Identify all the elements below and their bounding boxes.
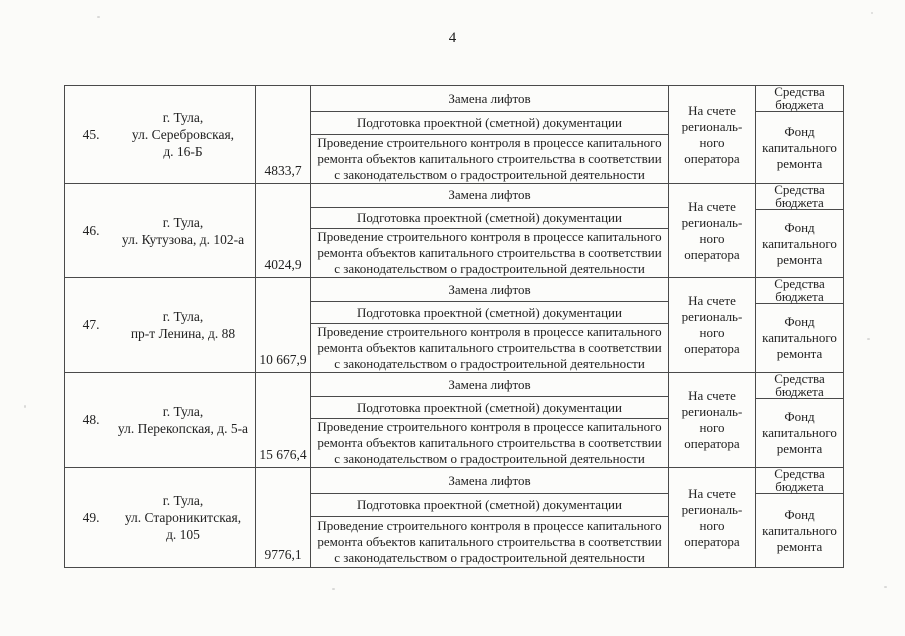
operator-label: На счете региональ- ного оператора <box>681 485 743 549</box>
work-item-documentation: Подготовка проектной (сметной) документа… <box>311 302 668 324</box>
row-operator-cell: На счете региональ- ного оператора <box>669 278 756 372</box>
operator-label: На счете региональ- ного оператора <box>681 388 743 451</box>
row-works-cell: Замена лифтов Подготовка проектной (смет… <box>311 86 669 183</box>
row-number-address-cell: 47. г. Тула, пр-т Ленина, д. 88 <box>65 278 256 372</box>
row-address: г. Тула, ул. Перекопская, д. 5-а <box>117 404 249 436</box>
work-item-documentation: Подготовка проектной (сметной) документа… <box>311 397 668 419</box>
row-number: 46. <box>82 222 100 238</box>
table-row: 46. г. Тула, ул. Кутузова, д. 102-а 4024… <box>65 183 843 278</box>
row-amount: 9776,1 <box>264 547 302 562</box>
operator-label: На счете региональ- ного оператора <box>681 198 743 262</box>
row-funds-cell: Средства бюджета Фонд капитального ремон… <box>756 277 843 372</box>
row-number-address-cell: 48. г. Тула, ул. Перекопская, д. 5-а <box>65 373 256 467</box>
row-works-cell: Замена лифтов Подготовка проектной (смет… <box>311 373 669 467</box>
work-item-lifts: Замена лифтов <box>311 278 668 303</box>
work-item-lifts: Замена лифтов <box>311 86 668 112</box>
row-funds-cell: Средства бюджета Фонд капитального ремон… <box>756 372 843 467</box>
row-works-cell: Замена лифтов Подготовка проектной (смет… <box>311 278 669 372</box>
row-address: г. Тула, ул. Кутузова, д. 102-а <box>121 214 245 247</box>
capital-repair-table: 45. г. Тула, ул. Серебровская, д. 16-Б 4… <box>64 85 844 568</box>
row-amount: 10 667,9 <box>259 352 307 367</box>
row-address: г. Тула, ул. Староникитская, д. 105 <box>124 493 242 542</box>
funds-capital-repair-label: Фонд капитального ремонта <box>762 314 837 361</box>
table-row: 48. г. Тула, ул. Перекопская, д. 5-а 15 … <box>65 372 843 468</box>
row-funds-cell: Средства бюджета Фонд капитального ремон… <box>756 467 843 567</box>
row-amount-cell: 10 667,9 <box>256 278 311 372</box>
work-item-construction-control: Проведение строительного контроля в проц… <box>317 419 662 466</box>
row-funds-cell: Средства бюджета Фонд капитального ремон… <box>756 183 843 277</box>
row-amount-cell: 4024,9 <box>256 184 311 277</box>
row-number: 45. <box>82 126 100 142</box>
row-number-address-cell: 45. г. Тула, ул. Серебровская, д. 16-Б <box>65 86 256 183</box>
table-row: 45. г. Тула, ул. Серебровская, д. 16-Б 4… <box>65 85 843 184</box>
row-funds-cell: Средства бюджета Фонд капитального ремон… <box>756 85 843 183</box>
funds-capital-repair-label: Фонд капитального ремонта <box>762 123 837 171</box>
row-address: г. Тула, пр-т Ленина, д. 88 <box>130 309 236 341</box>
row-amount: 15 676,4 <box>259 447 307 462</box>
work-item-documentation: Подготовка проектной (сметной) документа… <box>311 494 668 517</box>
work-item-lifts: Замена лифтов <box>311 373 668 398</box>
row-number-address-cell: 49. г. Тула, ул. Староникитская, д. 105 <box>65 468 256 567</box>
work-item-construction-control: Проведение строительного контроля в проц… <box>317 518 662 565</box>
table-row: 47. г. Тула, пр-т Ленина, д. 88 10 667,9… <box>65 277 843 373</box>
operator-label: На счете региональ- ного оператора <box>681 102 743 166</box>
row-amount-cell: 4833,7 <box>256 86 311 183</box>
row-operator-cell: На счете региональ- ного оператора <box>669 184 756 277</box>
row-operator-cell: На счете региональ- ного оператора <box>669 86 756 183</box>
work-item-construction-control: Проведение строительного контроля в проц… <box>317 324 662 371</box>
row-amount: 4833,7 <box>264 163 302 178</box>
row-amount-cell: 15 676,4 <box>256 373 311 467</box>
row-works-cell: Замена лифтов Подготовка проектной (смет… <box>311 468 669 567</box>
row-number-address-cell: 46. г. Тула, ул. Кутузова, д. 102-а <box>65 184 256 277</box>
row-works-cell: Замена лифтов Подготовка проектной (смет… <box>311 184 669 277</box>
work-item-documentation: Подготовка проектной (сметной) документа… <box>311 208 668 229</box>
operator-label: На счете региональ- ного оператора <box>681 293 743 356</box>
page-number: 4 <box>448 30 457 46</box>
row-number: 48. <box>82 412 100 427</box>
row-amount-cell: 9776,1 <box>256 468 311 567</box>
funds-budget-label: Средства бюджета <box>756 183 843 210</box>
funds-budget-label: Средства бюджета <box>756 85 843 112</box>
funds-capital-repair-label: Фонд капитального ремонта <box>762 506 837 554</box>
row-number: 49. <box>82 509 100 525</box>
row-operator-cell: На счете региональ- ного оператора <box>669 468 756 567</box>
work-item-lifts: Замена лифтов <box>311 468 668 494</box>
funds-budget-label: Средства бюджета <box>756 467 843 494</box>
work-item-documentation: Подготовка проектной (сметной) документа… <box>311 112 668 135</box>
table-row: 49. г. Тула, ул. Староникитская, д. 105 … <box>65 467 843 567</box>
row-operator-cell: На счете региональ- ного оператора <box>669 373 756 467</box>
work-item-construction-control: Проведение строительного контроля в проц… <box>317 135 662 182</box>
funds-budget-label: Средства бюджета <box>756 277 843 304</box>
row-address: г. Тула, ул. Серебровская, д. 16-Б <box>131 110 235 159</box>
funds-capital-repair-label: Фонд капитального ремонта <box>762 409 837 456</box>
row-amount: 4024,9 <box>264 257 302 272</box>
funds-capital-repair-label: Фонд капитального ремонта <box>762 219 837 267</box>
work-item-lifts: Замена лифтов <box>311 184 668 208</box>
work-item-construction-control: Проведение строительного контроля в проц… <box>317 229 662 276</box>
row-number: 47. <box>82 317 100 332</box>
funds-budget-label: Средства бюджета <box>756 372 843 399</box>
